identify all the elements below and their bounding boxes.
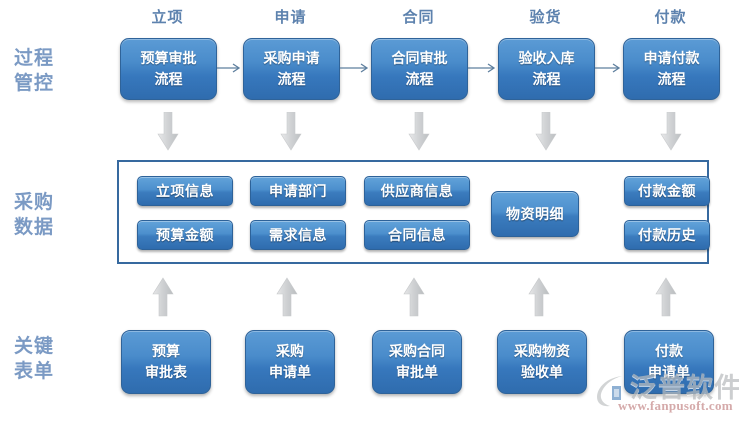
connector-arrow-2 [340, 63, 369, 73]
connector-arrow-1 [217, 63, 241, 73]
down-arrow-4 [535, 112, 557, 151]
up-arrow-4 [528, 277, 550, 317]
watermark-url: www.fanpusoft.com [618, 398, 733, 413]
process-box-receive-stock[interactable]: 验收入库 流程 [498, 38, 595, 100]
data-pill-payment-history[interactable]: 付款历史 [624, 220, 710, 250]
process-box-payment-request[interactable]: 申请付款 流程 [623, 38, 720, 100]
form-box-budget-approval[interactable]: 预算 审批表 [121, 330, 211, 394]
up-arrow-2 [276, 277, 298, 317]
data-pill-budget-amount[interactable]: 预算金额 [137, 220, 233, 250]
stage-header-apply: 申请 [274, 9, 307, 26]
form-box-material-receipt[interactable]: 采购物资 验收单 [497, 330, 587, 394]
row-label-purchase-data: 采购 数据 [14, 192, 55, 238]
row-label-key-forms: 关键 表单 [14, 336, 55, 382]
form-box-purchase-request[interactable]: 采购 申请单 [245, 330, 335, 394]
up-arrow-5 [655, 277, 677, 317]
up-arrow-3 [403, 277, 425, 317]
process-box-purchase-request[interactable]: 采购申请 流程 [243, 38, 340, 100]
stage-header-contract: 合同 [402, 9, 435, 26]
down-arrow-3 [408, 112, 430, 151]
data-pill-supplier-info[interactable]: 供应商信息 [364, 176, 470, 206]
stage-header-project: 立项 [151, 9, 184, 26]
up-arrow-1 [152, 277, 174, 317]
stage-header-payment: 付款 [654, 9, 687, 26]
data-pill-request-dept[interactable]: 申请部门 [250, 176, 346, 206]
row-label-process-control: 过程 管控 [14, 48, 55, 94]
stage-header-inspect: 验货 [529, 9, 562, 26]
connector-arrow-4 [595, 63, 621, 73]
data-pill-project-info[interactable]: 立项信息 [137, 176, 233, 206]
down-arrow-2 [280, 112, 302, 151]
form-box-contract-approval[interactable]: 采购合同 审批单 [372, 330, 462, 394]
down-arrow-1 [157, 112, 179, 151]
process-box-contract-approval[interactable]: 合同审批 流程 [371, 38, 468, 100]
data-pill-material-detail[interactable]: 物资明细 [491, 191, 579, 237]
process-box-budget-approval[interactable]: 预算审批 流程 [120, 38, 217, 100]
data-pill-payment-amount[interactable]: 付款金额 [624, 176, 710, 206]
down-arrow-5 [660, 112, 682, 151]
connector-arrow-3 [468, 63, 496, 73]
form-box-payment-request[interactable]: 付款 申请单 [624, 330, 714, 394]
data-pill-demand-info[interactable]: 需求信息 [250, 220, 346, 250]
purchase-data-container: 立项信息 预算金额 申请部门 需求信息 供应商信息 合同信息 物资明细 付款金额… [117, 160, 710, 264]
data-pill-contract-info[interactable]: 合同信息 [364, 220, 470, 250]
